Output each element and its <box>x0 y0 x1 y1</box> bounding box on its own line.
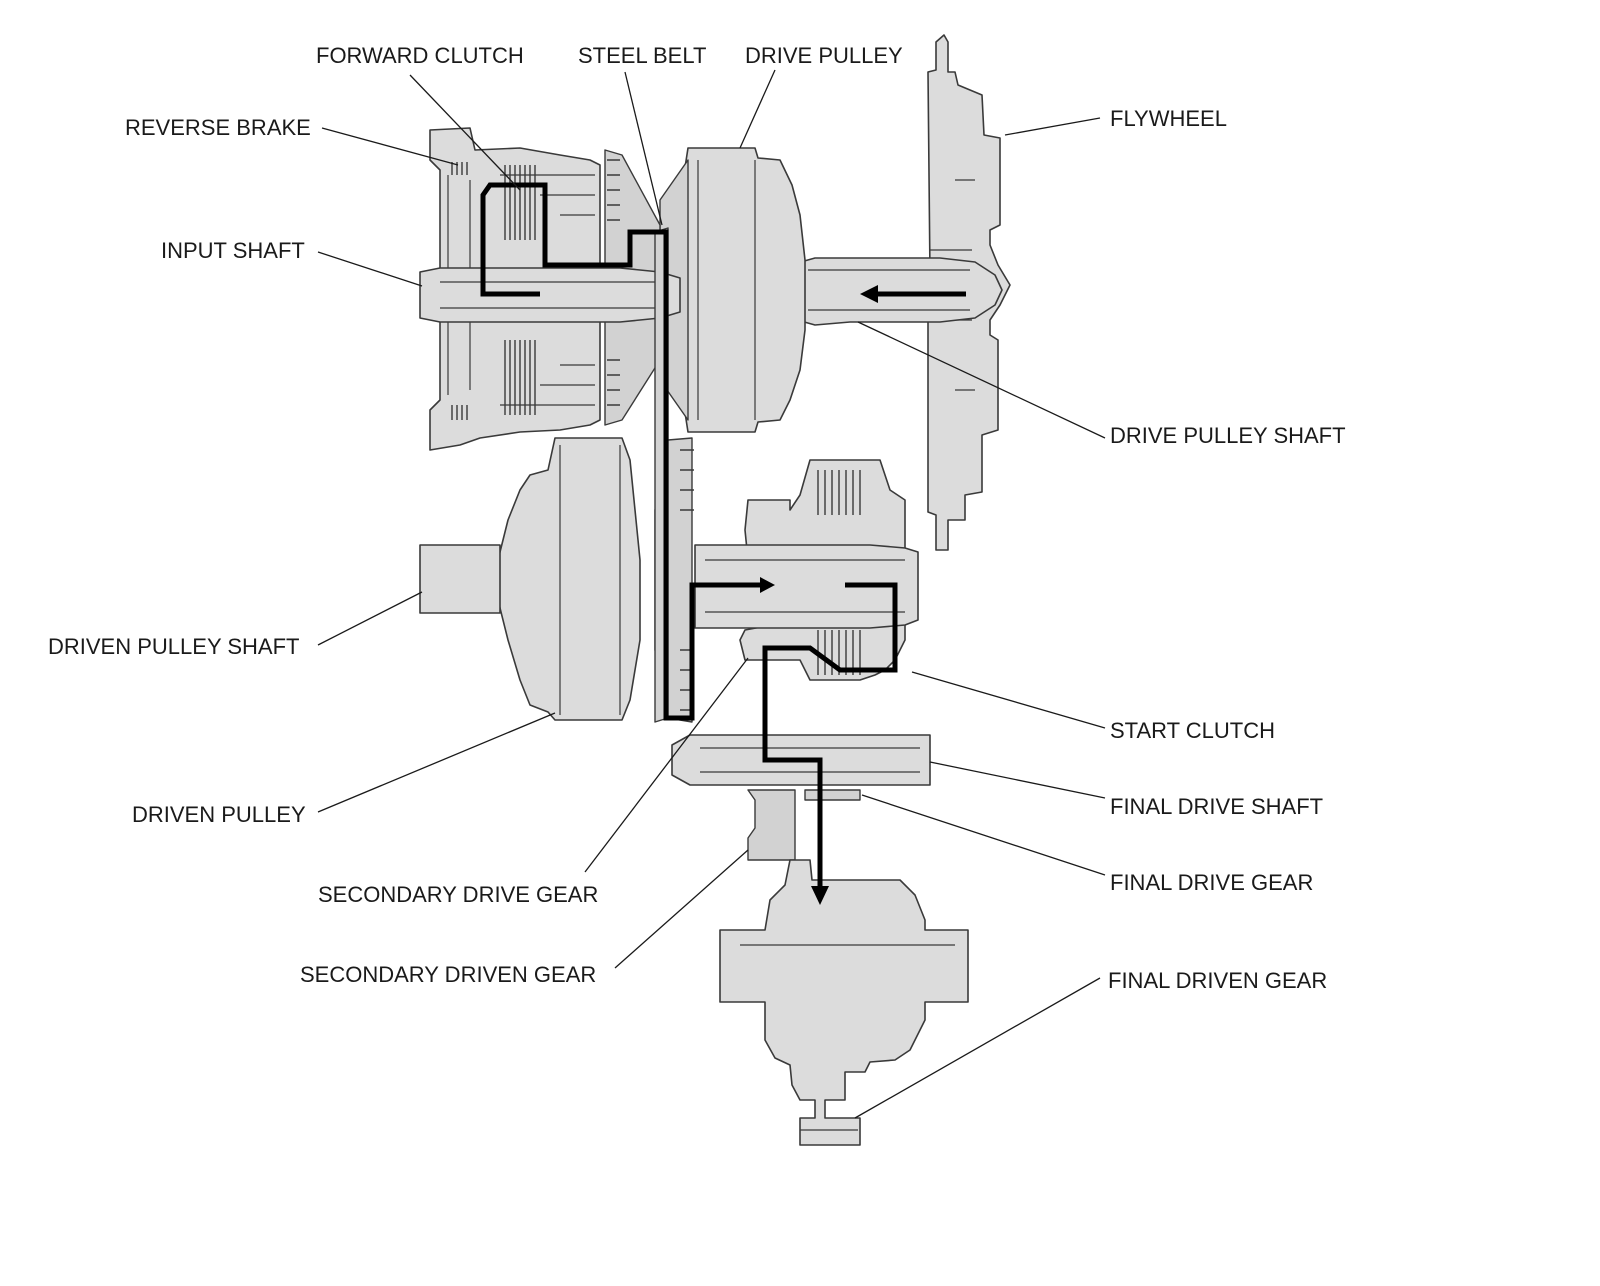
leader-secondary-drive-gear <box>584 657 749 873</box>
leader-drive-pulley <box>739 69 776 149</box>
power-flow-path <box>480 182 966 905</box>
leader-final-driven-gear <box>854 977 1101 1119</box>
label-steel-belt: STEEL BELT <box>578 43 706 68</box>
label-final-drive-shaft: FINAL DRIVE SHAFT <box>1110 794 1323 819</box>
label-driven-pulley-shaft: DRIVEN PULLEY SHAFT <box>48 634 299 659</box>
leader-drive-pulley-shaft <box>857 321 1106 439</box>
label-drive-pulley: DRIVE PULLEY <box>745 43 903 68</box>
leader-input-shaft <box>317 251 423 287</box>
leader-secondary-driven-gear <box>614 849 749 969</box>
leader-flywheel <box>1004 117 1101 136</box>
label-secondary-driven-gear: SECONDARY DRIVEN GEAR <box>300 962 596 987</box>
drive-pulley-part <box>659 147 806 433</box>
leader-driven-pulley <box>317 712 556 813</box>
differential-part <box>719 859 969 1146</box>
leader-steel-belt <box>624 71 663 226</box>
label-reverse-brake: REVERSE BRAKE <box>125 115 311 140</box>
driven-pulley-shaft-part <box>419 544 501 614</box>
input-shaft-part <box>419 267 681 323</box>
leader-lines <box>317 69 1106 1119</box>
label-secondary-drive-gear: SECONDARY DRIVE GEAR <box>318 882 598 907</box>
start-clutch-part <box>694 459 919 681</box>
label-final-driven-gear: FINAL DRIVEN GEAR <box>1108 968 1327 993</box>
leader-reverse-brake <box>321 127 459 166</box>
leader-final-drive-shaft <box>929 761 1106 799</box>
label-driven-pulley: DRIVEN PULLEY <box>132 802 306 827</box>
final-drive-shaft-part <box>671 734 931 861</box>
leader-final-drive-gear <box>861 794 1106 876</box>
label-drive-pulley-shaft: DRIVE PULLEY SHAFT <box>1110 423 1346 448</box>
label-flywheel: FLYWHEEL <box>1110 106 1227 131</box>
leader-forward-clutch <box>409 74 521 191</box>
labels: FORWARD CLUTCH STEEL BELT DRIVE PULLEY R… <box>48 43 1346 993</box>
label-input-shaft: INPUT SHAFT <box>161 238 305 263</box>
leader-driven-pulley-shaft <box>317 591 423 646</box>
label-forward-clutch: FORWARD CLUTCH <box>316 43 524 68</box>
leader-start-clutch <box>911 671 1106 729</box>
label-start-clutch: START CLUTCH <box>1110 718 1275 743</box>
label-final-drive-gear: FINAL DRIVE GEAR <box>1110 870 1313 895</box>
